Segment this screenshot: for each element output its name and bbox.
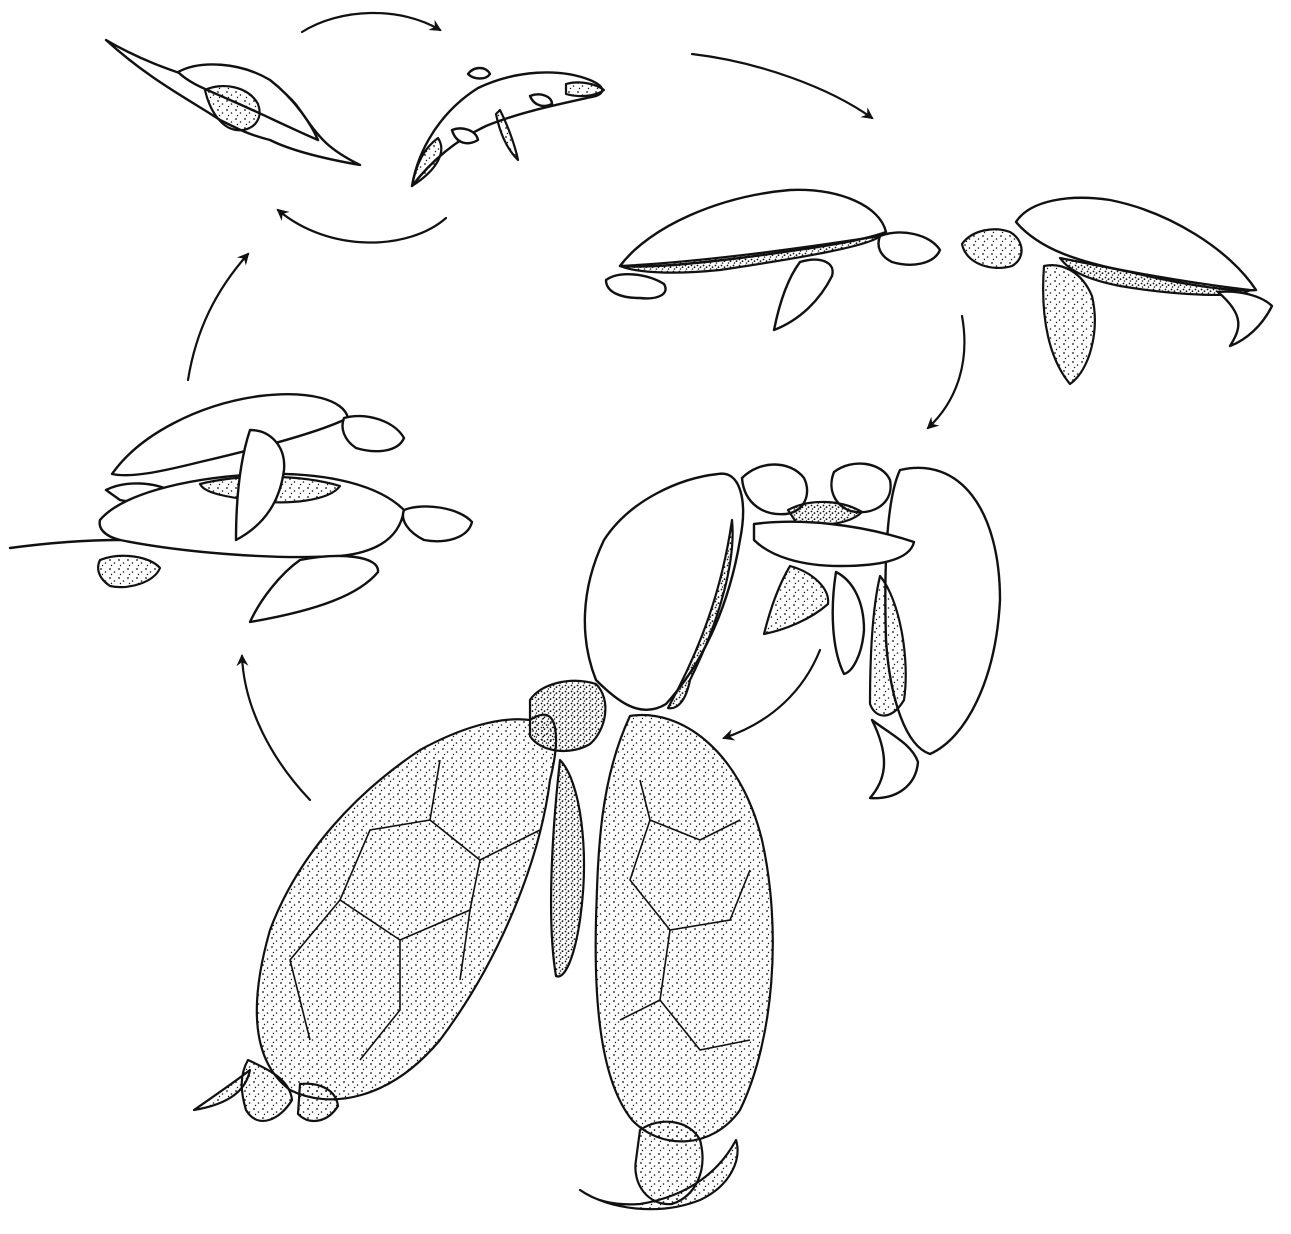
- arrow-left-up: [188, 254, 248, 380]
- pair-stacked-left: [10, 394, 472, 622]
- arrow-top-circle: [302, 13, 440, 32]
- pair-circling-top-middle: [412, 68, 604, 186]
- mating-pair-mounted: [194, 681, 773, 1209]
- arrow-circle-return: [278, 210, 446, 243]
- arrow-to-mating: [724, 650, 820, 738]
- arrow-mating-to-left: [242, 656, 310, 800]
- arrow-right-down: [928, 316, 964, 428]
- pair-facing-right: [606, 190, 1272, 384]
- pair-circling-top-left: [106, 40, 360, 165]
- arrow-top-to-right: [692, 54, 872, 118]
